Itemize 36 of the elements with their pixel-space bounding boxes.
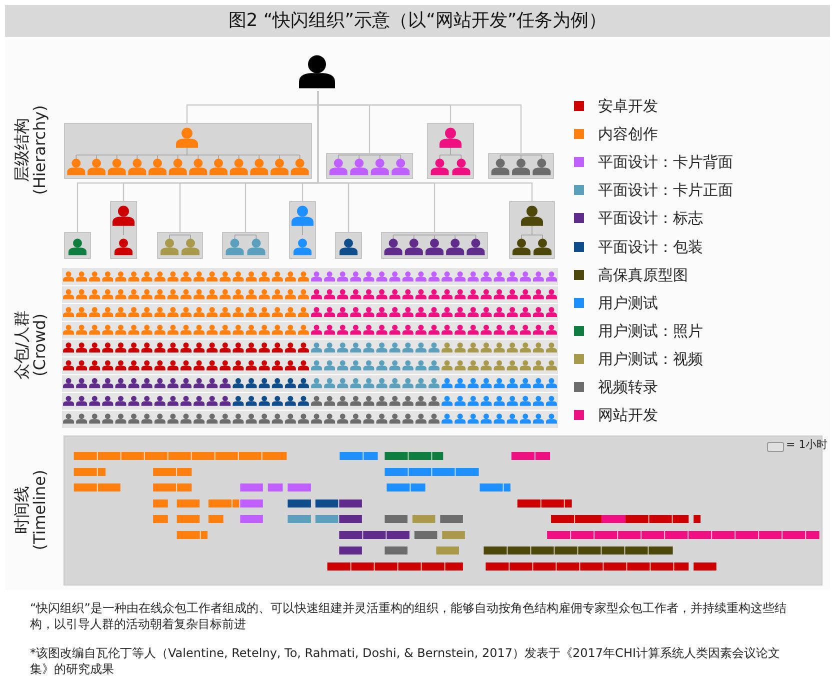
source-note: *该图改编自瓦伦丁等人（Valentine, Retelny, To, Rahmati, Doshi, & Bernstein, 2017）发表于《2017年CHI计算系统人类因素会议论文集》的研究成果 [30,645,781,677]
caption: “快闪组织”是一种由在线众包工作者组成的、可以快速组建并灵活重构的组织，能够自动按角色结构雇佣专家型众包工作者，并持续重构这些结构，以引导人群的活动朝着复杂目标前进 [30,600,788,632]
team-box [110,201,137,259]
team-box [222,232,269,259]
legend-label: 内容创作 [598,125,658,144]
legend-label: 平面设计：卡片背面 [598,153,733,172]
team-box [427,123,474,179]
legend-label: 视频转录 [598,378,658,396]
legend-label: 平面设计：标志 [598,209,703,228]
team-box [289,201,316,259]
person-icon [300,55,336,91]
team-box [326,153,413,179]
legend-label: 网站开发 [598,406,658,424]
legend-label: 平面设计：卡片正面 [598,181,733,200]
team-box [381,232,488,259]
team-box [509,201,555,259]
legend-label: = 1小时 [786,438,828,452]
section-label: (Hierarchy) [30,104,50,197]
team-box [488,153,554,179]
legend-label: 用户测试：视频 [598,350,703,368]
legend-label: 用户测试：照片 [598,322,703,340]
legend-label: 平面设计：包装 [598,238,703,256]
section-label: (Timeline) [30,468,50,552]
team-box [335,232,362,259]
team-box [157,232,203,259]
title-bar: 图2 “快闪组织”示意（以“网站开发”任务为例） [5,5,830,37]
legend-label: 高保真原型图 [598,266,688,284]
legend-label: 用户测试 [598,294,658,312]
team-box [64,123,312,179]
connector-line [317,91,533,201]
section-label: 众包/人群 [12,309,32,382]
team-box [64,232,91,259]
section-label: (Crowd) [30,312,50,378]
legend-label: 安卓开发 [598,97,658,115]
section-label: 层级结构 [12,117,32,184]
section-label: 时间线 [12,485,32,536]
